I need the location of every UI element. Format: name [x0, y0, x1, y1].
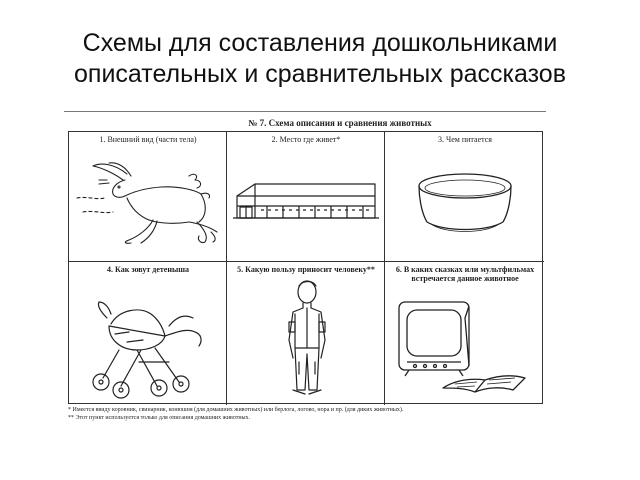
- scheme-cell-habitat: 2. Место где живет*: [227, 132, 385, 262]
- baby-stroller-icon: [92, 301, 202, 399]
- scheme-cell-tales: 6. В каких сказках или мультфильмах встр…: [385, 262, 544, 405]
- divider-line: [64, 111, 546, 112]
- scheme-title: № 7. Схема описания и сравнения животных: [248, 118, 432, 128]
- barn-icon: [233, 183, 379, 219]
- cell-label-young: 4. Как зовут детеныша: [107, 265, 189, 274]
- slide-title-line-1: Схемы для составления дошкольниками: [82, 29, 558, 57]
- scheme-cell-benefit: 5. Какую пользу приносит человеку**: [227, 262, 385, 405]
- slide-title: Схемы для составления дошкольниками опис…: [0, 28, 640, 90]
- hare-icon: [76, 162, 218, 244]
- cell-label-habitat: 2. Место где живет*: [271, 135, 341, 144]
- scheme-cell-appearance: 1. Внешний вид (части тела): [69, 132, 227, 262]
- slide-title-line-2: описательных и сравнительных рассказов: [74, 60, 566, 88]
- tv-and-book-icon: [398, 301, 526, 393]
- footnote-2: ** Этот пункт используется только для оп…: [68, 415, 251, 421]
- footnotes: * Имеется ввиду коровник, свинарник, кон…: [68, 406, 548, 422]
- cell-label-appearance: 1. Внешний вид (части тела): [99, 135, 197, 144]
- scheme-cell-young: 4. Как зовут детеныша: [69, 262, 227, 405]
- cell-label-food: 3. Чем питается: [438, 135, 492, 144]
- cell-label-tales: 6. В каких сказках или мультфильмах встр…: [395, 265, 535, 283]
- cell-label-benefit: 5. Какую пользу приносит человеку**: [237, 265, 375, 274]
- scheme-cell-food: 3. Чем питается: [385, 132, 544, 262]
- man-figure-icon: [288, 280, 326, 395]
- scheme-grid: 1. Внешний вид (части тела): [68, 131, 544, 405]
- bowl-icon: [418, 173, 512, 232]
- footnote-1: * Имеется ввиду коровник, свинарник, кон…: [68, 407, 404, 413]
